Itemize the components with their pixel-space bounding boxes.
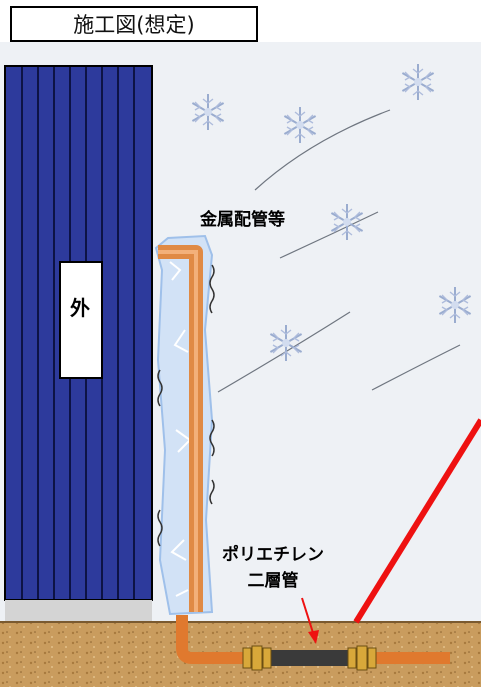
wall-label: 外 xyxy=(70,296,90,320)
building-wall xyxy=(4,65,153,622)
pe-pipe-label-line2: 二層管 xyxy=(247,571,299,591)
fitting-left xyxy=(242,645,272,671)
pe-pipe-label-line1: ポリエチレン xyxy=(222,545,324,565)
diagram-title: 施工図(想定) xyxy=(73,13,195,37)
ice-icon xyxy=(154,234,214,616)
underground-pipe xyxy=(176,615,450,671)
metal-pipe xyxy=(158,245,203,612)
pe-pipe-label: ポリエチレン 二層管 xyxy=(222,542,324,594)
metal-pipe-label: 金属配管等 xyxy=(200,210,285,230)
pe-pipe-section xyxy=(270,650,350,666)
red-line-shape xyxy=(353,418,481,624)
diagram-title-box: 施工図(想定) xyxy=(10,6,258,42)
fitting-right xyxy=(347,645,377,671)
red-arrow xyxy=(301,597,319,644)
